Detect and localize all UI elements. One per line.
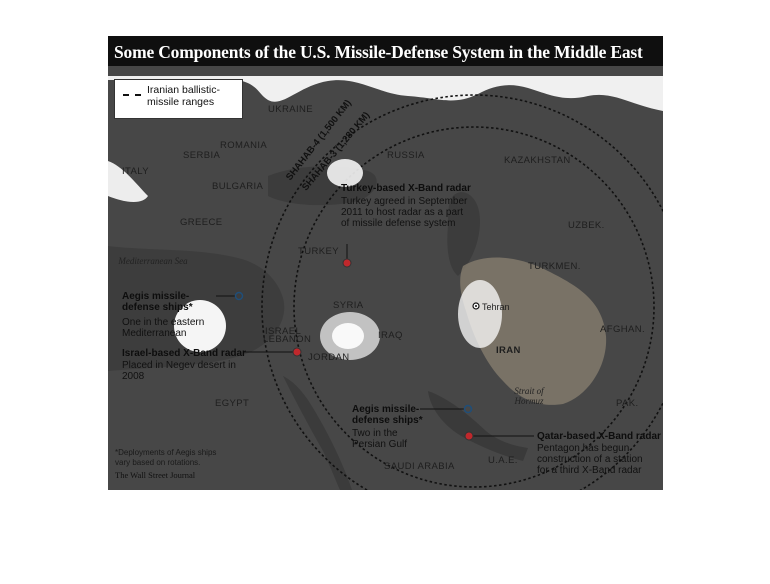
country-bulgaria: BULGARIA (212, 181, 264, 192)
country-kazakhstan: KAZAKHSTAN (504, 155, 571, 166)
footnote: *Deployments of Aegis ships vary based o… (115, 448, 217, 467)
northern-snow-region (108, 76, 663, 111)
turkey-radar-highlight (327, 159, 363, 187)
aegis-gulf-title: Aegis missile-defense ships* (352, 404, 423, 426)
aegis-gulf-body: Two in the Persian Gulf (352, 428, 408, 450)
country-egypt: EGYPT (215, 398, 250, 409)
sea-mediterranean: Mediterranean Sea (118, 256, 188, 266)
country-turkmen: TURKMEN. (528, 261, 581, 272)
country-iran: IRAN (496, 345, 521, 356)
aegis-med-body: One in the eastern Mediterranean (122, 317, 205, 339)
aegis-med-marker (234, 291, 244, 301)
iraq-highlight-inner (332, 323, 364, 349)
aegis-med-title: Aegis missile-defense ships* (122, 291, 193, 313)
qatar-radar-marker (464, 431, 474, 441)
country-serbia: SERBIA (183, 150, 221, 161)
country-lebanon: LEBANON (263, 334, 312, 345)
shahab-3-range (293, 126, 655, 488)
mediterranean-aegis-highlight (174, 300, 226, 352)
country-jordan: JORDAN (308, 352, 350, 363)
country-russia: RUSSIA (387, 150, 425, 161)
israel-radar-title: Israel-based X-Band radar (122, 348, 246, 359)
map-graphics (108, 36, 663, 490)
map-title: Some Components of the U.S. Missile-Defe… (114, 42, 643, 62)
tehran-highlight (458, 280, 502, 348)
legend-dashed-line (123, 94, 141, 96)
shahab-4-range (261, 94, 663, 490)
source-credit: The Wall Street Journal (115, 470, 196, 480)
country-saudi-arabia: SAUDI ARABIA (384, 461, 455, 472)
red-sea-water (283, 376, 352, 490)
strait-of-hormuz: Strait of Hormuz (514, 386, 544, 406)
country-israel: ISRAEL (265, 326, 302, 337)
turkey-radar-title: Turkey-based X-Band radar (341, 183, 471, 194)
qatar-radar-title: Qatar-based X-Band radar (537, 431, 661, 442)
country-romania: ROMANIA (220, 140, 268, 151)
europe-snow (108, 161, 148, 202)
aegis-gulf-marker (463, 404, 473, 414)
caspian-sea-water (447, 192, 480, 276)
country-uae: U.A.E. (488, 455, 518, 466)
country-ukraine: UKRAINE (268, 104, 314, 115)
tehran-marker-dot (475, 305, 477, 307)
israel-radar-body: Placed in Negev desert in 2008 (122, 360, 236, 382)
city-tehran: Tehran (482, 302, 510, 312)
country-greece: GREECE (180, 217, 223, 228)
turkey-radar-body: Turkey agreed in September 2011 to host … (341, 196, 468, 229)
title-bar (108, 36, 663, 66)
country-iraq: IRAQ (378, 330, 403, 341)
country-syria: SYRIA (333, 300, 364, 311)
country-pak: PAK. (616, 398, 639, 409)
legend-label: Iranian ballistic-missile ranges (147, 84, 220, 108)
country-uzbek: UZBEK. (568, 220, 605, 231)
turkey-radar-marker (342, 258, 352, 268)
qatar-radar-body: Pentagon has begun construction of a sta… (537, 443, 643, 476)
israel-radar-marker (292, 347, 302, 357)
country-turkey: TURKEY (298, 246, 339, 257)
country-italy: ITALY (122, 166, 149, 177)
country-afghan: AFGHAN. (600, 324, 646, 335)
legend: Iranian ballistic-missile ranges (114, 79, 243, 119)
missile-defense-map: Some Components of the U.S. Missile-Defe… (108, 36, 663, 490)
